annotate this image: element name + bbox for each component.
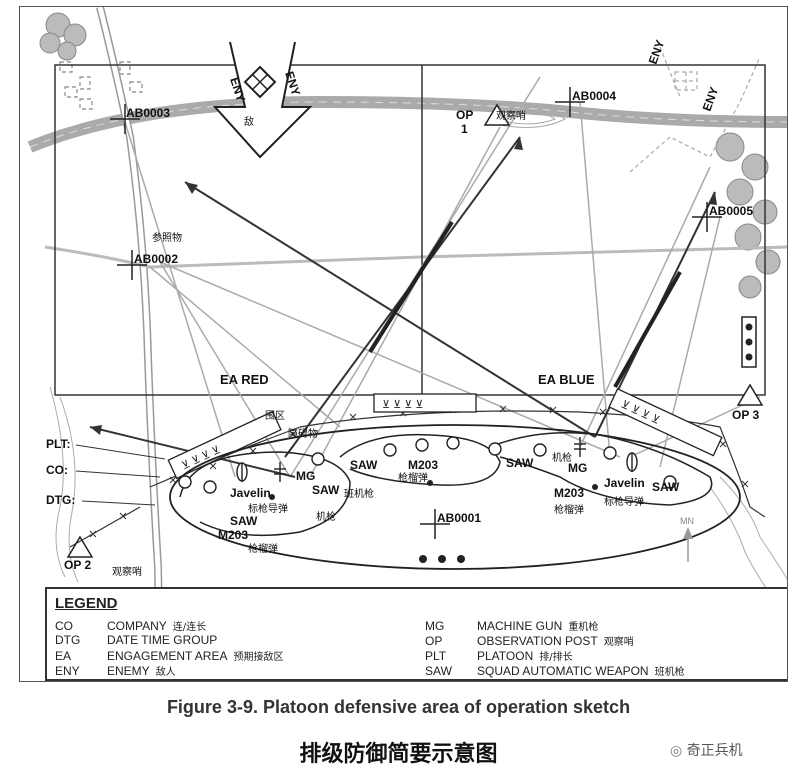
- op3-triangle: [736, 383, 764, 406]
- fighting-positions: [178, 436, 677, 494]
- dtg-label: DTG:: [46, 493, 75, 507]
- co-label: CO:: [46, 463, 68, 477]
- saw-label-1: SAW: [312, 483, 340, 497]
- ref-ab0004: AB0004: [572, 89, 616, 103]
- north-arrow: [683, 527, 693, 562]
- mg-cn-left: 机枪: [316, 510, 336, 523]
- figure-caption: Figure 3-9. Platoon defensive area of op…: [166, 697, 631, 717]
- javelin-label-right: Javelin: [604, 476, 645, 490]
- op1-label: OP: [456, 108, 473, 122]
- leader-positions: [269, 480, 598, 563]
- side-label-leaders: [75, 444, 166, 506]
- javelin-cn-right: 标枪导弹: [604, 495, 644, 508]
- saw-label-4: SAW: [506, 456, 534, 470]
- ref-cn-label: 参照物: [152, 231, 182, 244]
- watermark-text: 奇正兵机: [686, 743, 743, 759]
- tree-cluster-left: [39, 12, 87, 61]
- weapon-symbols: [236, 437, 638, 482]
- m203-cn-center: 枪榴弹: [398, 471, 428, 484]
- javelin-cn-left: 标枪导弹: [248, 502, 288, 515]
- m203-label-right: M203: [554, 486, 584, 500]
- saw-cn-1: 班机枪: [344, 487, 374, 500]
- sketch-frame: ENY ENY 敌 ENY ENY AB0003 AB0004 AB0002 A…: [19, 6, 788, 682]
- legend-title: LEGEND: [55, 595, 118, 612]
- enemy-label-ne2: ENY: [700, 85, 722, 113]
- saw-label-2: SAW: [230, 514, 258, 528]
- enemy-cn-label: 敌: [244, 115, 254, 128]
- platoon-perimeter: [169, 424, 741, 570]
- wire-obstacles: [69, 410, 766, 548]
- saw-label-3: SAW: [350, 458, 378, 472]
- mg-label-right: MG: [568, 461, 587, 475]
- ref-ab0003: AB0003: [126, 106, 170, 120]
- minefield-center: ⊻ ⊻ ⊻ ⊻: [373, 393, 477, 413]
- operation-sketch: ENY ENY 敌 ENY ENY AB0003 AB0004 AB0002 A…: [27, 7, 787, 681]
- ref-ab0001: AB0001: [437, 511, 481, 525]
- m203-cn-right: 枪榴弹: [554, 503, 584, 516]
- ref-ab0002: AB0002: [134, 252, 178, 266]
- squad-sectors: [179, 431, 713, 537]
- op2-label: OP 2: [64, 558, 91, 572]
- mg-cn-right: 机枪: [552, 451, 572, 464]
- fence-cn-label: 围区: [265, 410, 285, 422]
- mg-label-left: MG: [296, 469, 315, 483]
- plt-label: PLT:: [46, 437, 70, 451]
- secondary-road: [44, 245, 787, 269]
- saw-label-5: SAW: [652, 480, 680, 494]
- m203-label-left: M203: [218, 528, 248, 542]
- obstacle-box-right: [741, 316, 757, 368]
- ref-point-marks: [110, 87, 722, 539]
- enemy-label-ne1: ENY: [646, 38, 668, 66]
- minefield-right: ⊻ ⊻ ⊻ ⊻: [608, 387, 723, 457]
- tree-cluster-right: [715, 132, 781, 299]
- op3-label: OP 3: [732, 408, 759, 422]
- javelin-label-left: Javelin: [230, 486, 271, 500]
- enemy-arrow: [212, 41, 313, 159]
- ea-red-label: EA RED: [220, 372, 269, 387]
- north-label: MN: [680, 516, 694, 526]
- village-right: [629, 46, 761, 173]
- op2-cn-label: 观察哨: [112, 565, 142, 578]
- watermark: ◎ 奇正兵机: [670, 740, 743, 760]
- ref-ab0005: AB0005: [709, 204, 753, 218]
- op1-cn-label: 观察哨: [496, 109, 526, 122]
- figure-caption-cn: 排级防御简要示意图: [299, 742, 498, 767]
- m203-label-center: M203: [408, 458, 438, 472]
- op1-number: 1: [461, 122, 468, 136]
- ea-blue-label: EA BLUE: [538, 372, 595, 387]
- op1-triangle: [483, 103, 511, 126]
- wechat-icon: ◎: [670, 743, 683, 759]
- village-left: [59, 61, 143, 110]
- op2-triangle: [66, 535, 94, 558]
- arrowheads: [90, 137, 717, 435]
- contours: [49, 109, 787, 608]
- obstacle-lines: [368, 220, 682, 388]
- m203-cn-left: 枪榴弹: [248, 542, 278, 555]
- svg-text:⊻ ⊻ ⊻ ⊻: ⊻ ⊻ ⊻ ⊻: [382, 399, 423, 411]
